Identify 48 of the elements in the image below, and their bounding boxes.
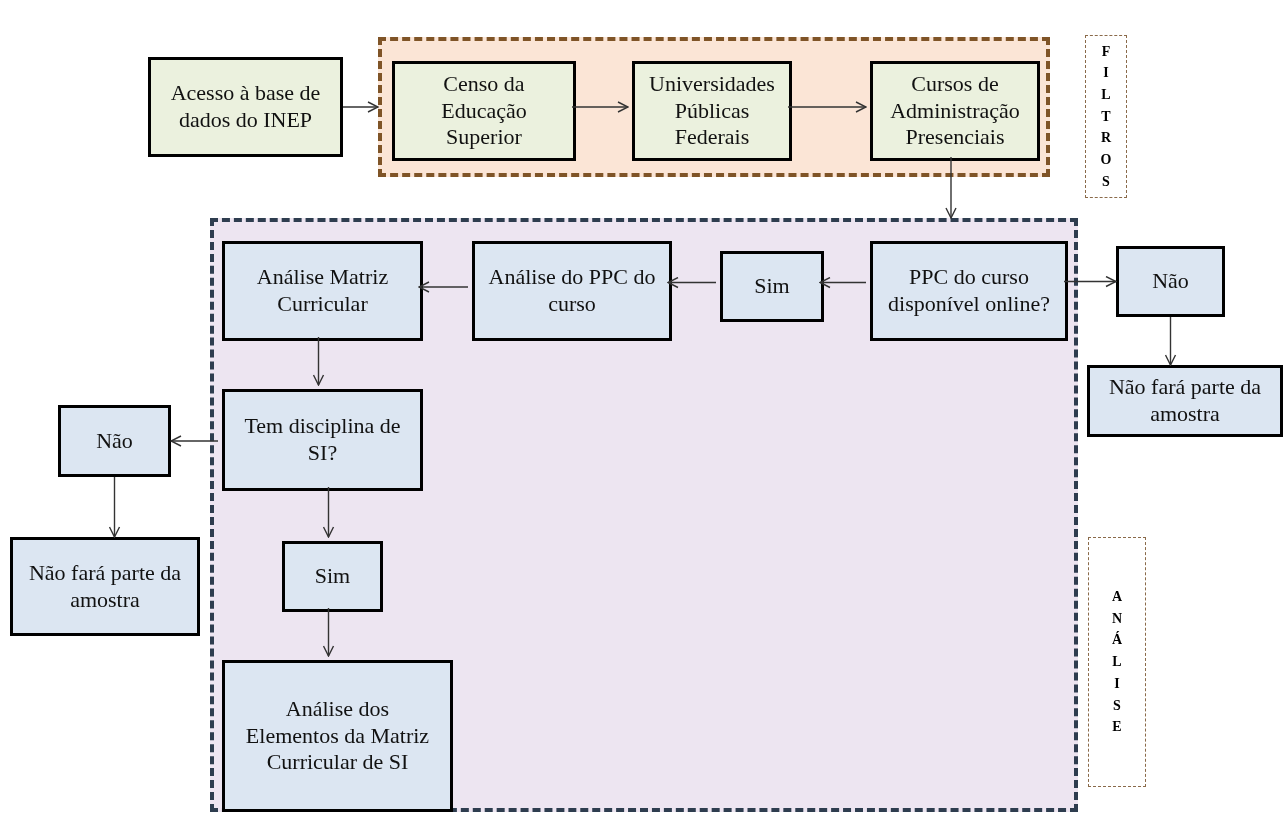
arrow <box>1063 275 1117 288</box>
arrow <box>571 101 629 113</box>
process-box <box>222 660 453 812</box>
box-label: Acesso à base de dados do INEP <box>169 80 322 134</box>
arrow <box>945 156 957 219</box>
process-box <box>58 405 171 477</box>
process-box <box>870 61 1040 161</box>
dashed-group-frame <box>210 218 1078 812</box>
arrow <box>322 607 335 657</box>
process-box <box>870 241 1068 341</box>
process-box <box>1116 246 1225 317</box>
box-label: Não <box>95 427 134 455</box>
arrow <box>787 101 867 113</box>
box-label: Universidades Públicas Federais <box>648 70 776 152</box>
arrow <box>108 476 121 538</box>
process-box <box>222 389 423 491</box>
box-label: Cursos de Administração Presenciais <box>889 70 1021 152</box>
arrow <box>819 276 867 289</box>
arrow <box>170 435 219 447</box>
box-label: Sim <box>753 273 791 300</box>
process-box <box>472 241 672 341</box>
process-box <box>10 537 200 636</box>
dashed-group-frame <box>378 37 1050 177</box>
arrow <box>322 486 335 538</box>
process-box <box>222 241 423 341</box>
arrow <box>342 101 379 113</box>
vertical-section-label: ANÁLISE <box>1111 588 1123 737</box>
arrow <box>667 276 717 289</box>
box-label: Tem disciplina de SI? <box>243 413 402 467</box>
box-label: Censo da Educação Superior <box>440 70 528 152</box>
process-box <box>720 251 824 322</box>
box-label: Não <box>1151 268 1190 295</box>
box-label: Análise do PPC do curso <box>487 264 657 318</box>
arrow <box>418 281 469 293</box>
box-label: Análise Matriz Curricular <box>255 264 390 318</box>
box-label: PPC do curso disponível online? <box>887 264 1051 318</box>
vertical-section-label: FILTROS <box>1100 42 1112 191</box>
arrow <box>1164 316 1177 366</box>
process-box <box>148 57 343 157</box>
box-label: Não fará parte da amostra <box>1107 374 1263 428</box>
arrow <box>312 336 325 386</box>
box-label: Análise dos Elementos da Matriz Curricular de SI <box>244 695 431 777</box>
box-label: Sim <box>313 563 352 590</box>
process-box <box>282 541 383 612</box>
process-box <box>392 61 576 161</box>
process-box <box>632 61 792 161</box>
process-box <box>1087 365 1283 437</box>
box-label: Não fará parte da amostra <box>27 559 183 614</box>
